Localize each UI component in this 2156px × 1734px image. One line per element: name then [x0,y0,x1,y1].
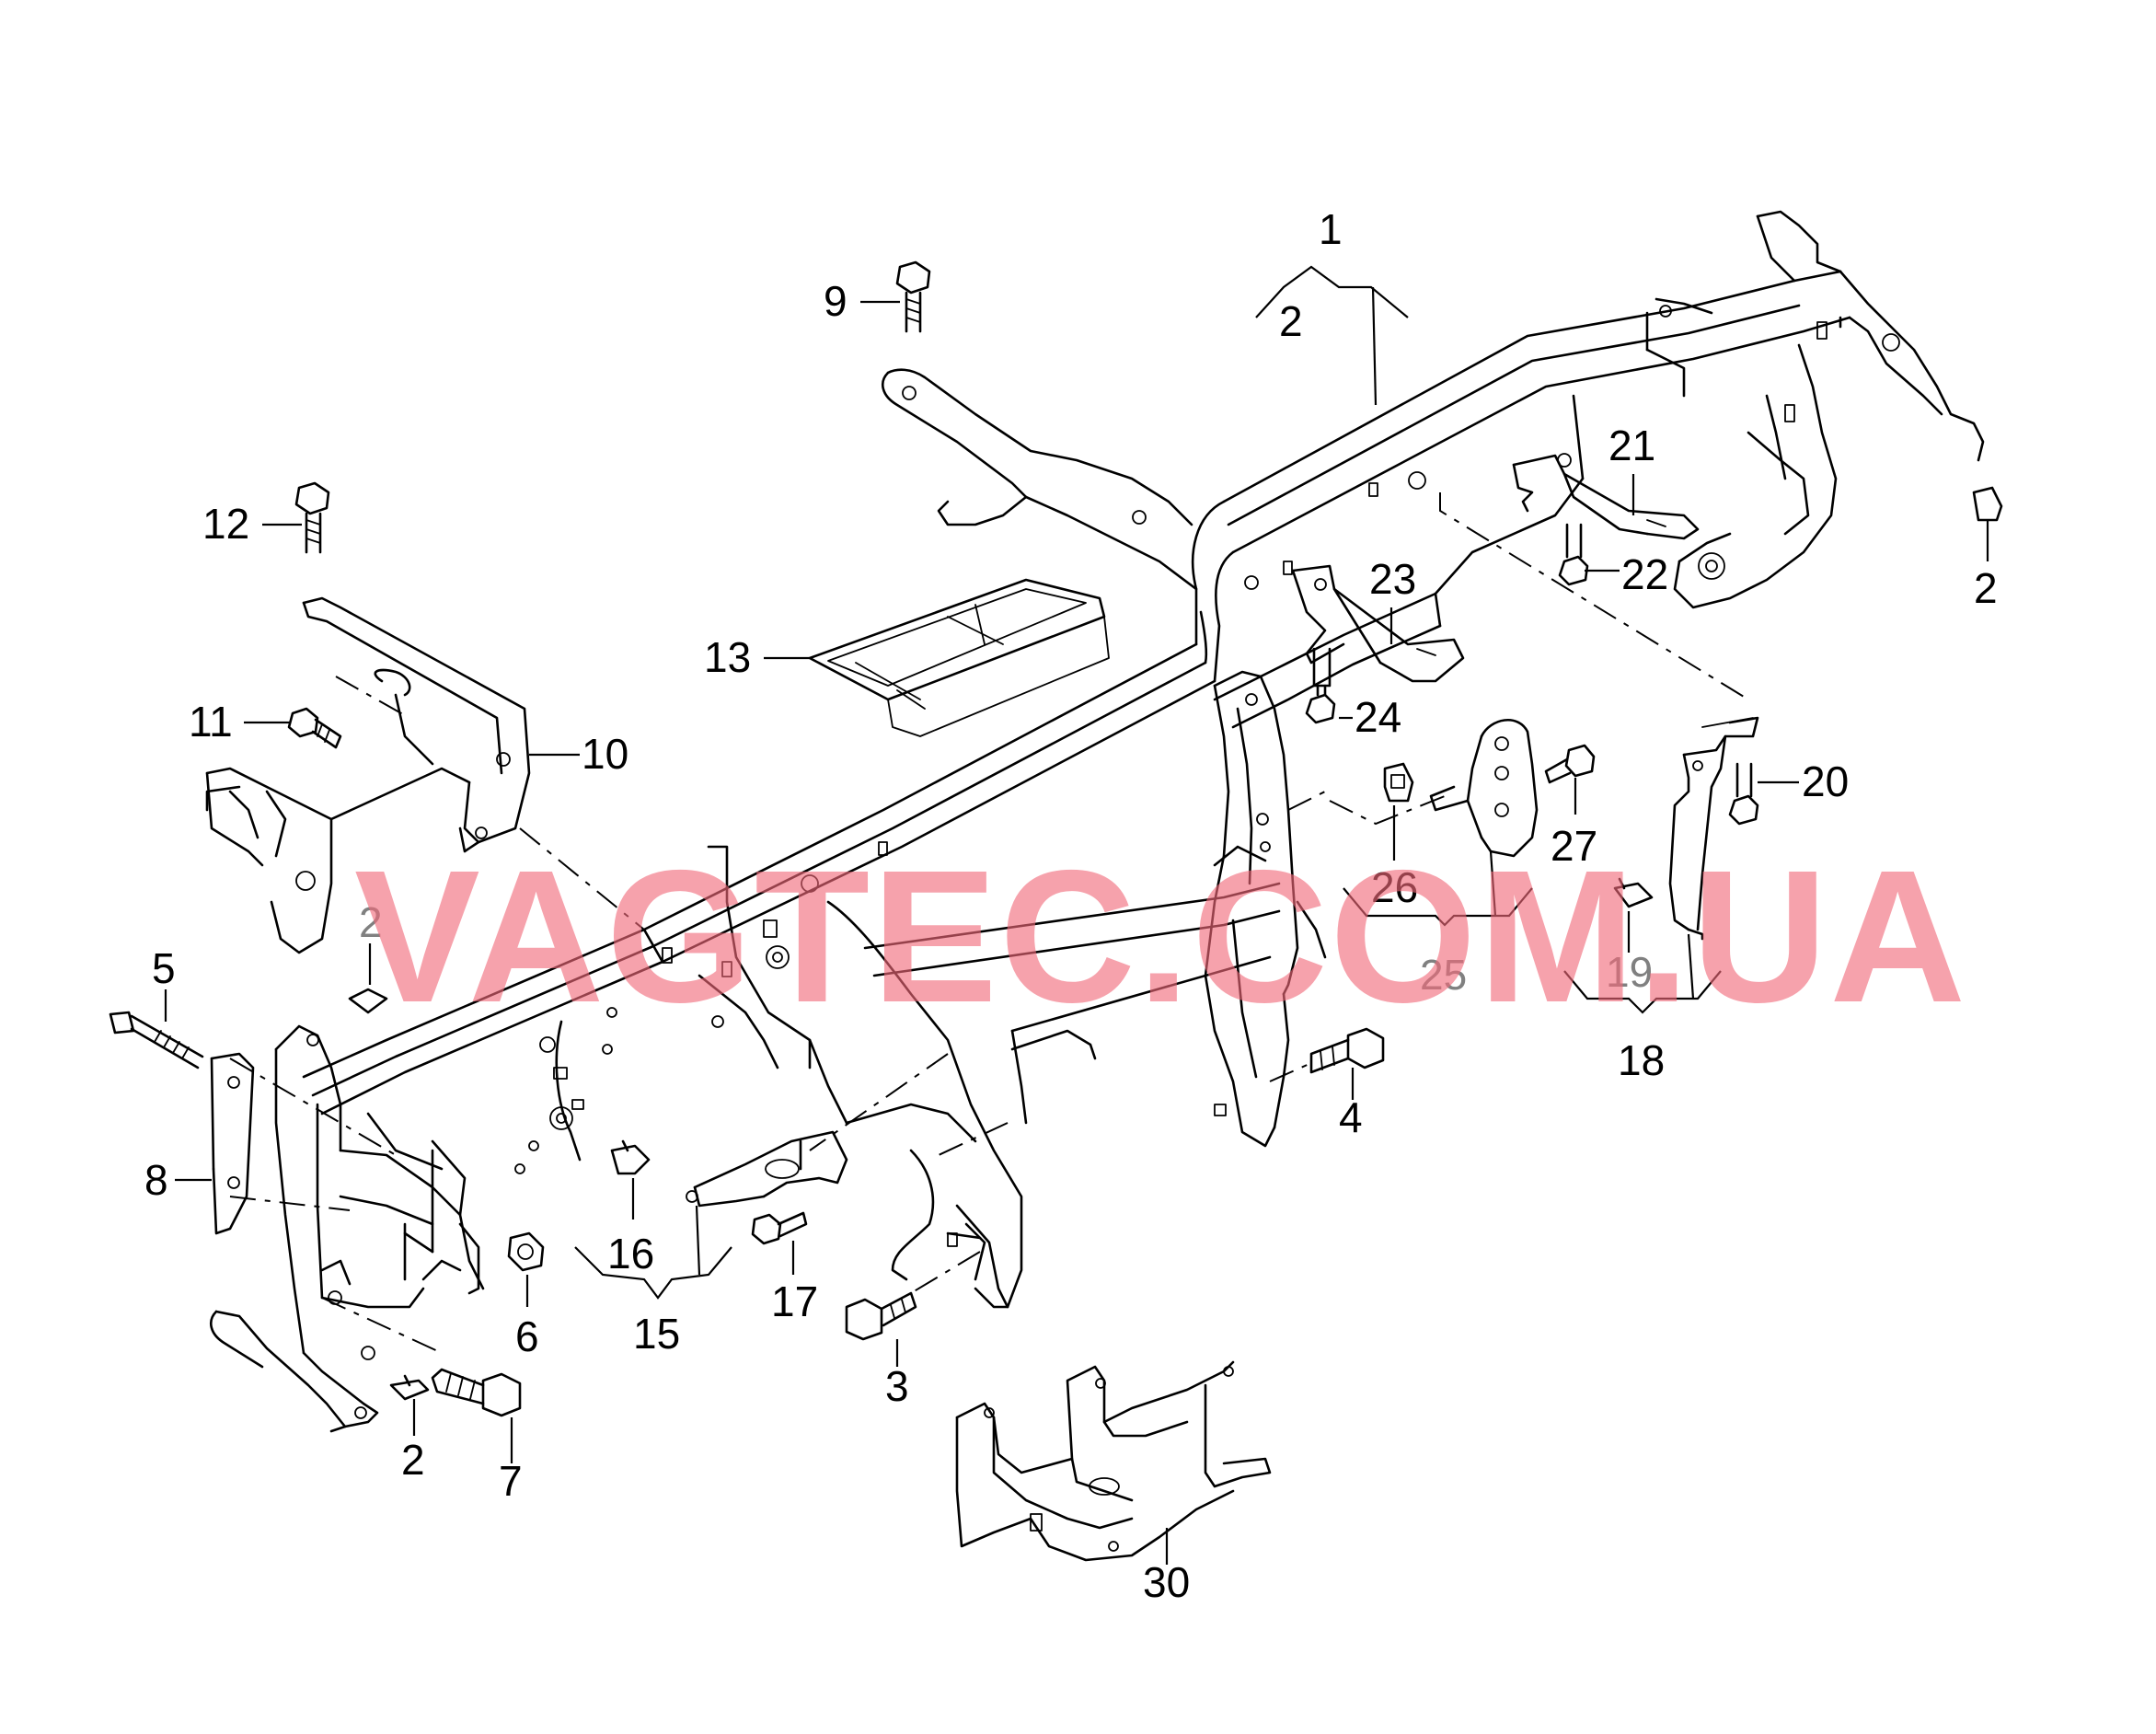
callout-17: 17 [771,1277,818,1325]
steering-column-bracket-10 [205,596,531,954]
bolt-27 [1544,744,1596,784]
clip-nut-19 [1613,877,1654,908]
callout-leaders [164,265,2003,1565]
callout-24: 24 [1355,693,1401,741]
callout-23: 23 [1369,555,1416,603]
callout-2-top: 2 [1279,297,1303,345]
bolt-11 [287,707,342,749]
callout-25: 25 [1420,951,1467,999]
bolt-22 [1558,523,1589,586]
callout-1: 1 [1319,205,1343,253]
callout-26: 26 [1371,863,1418,911]
callout-18: 18 [1618,1036,1665,1084]
bracket-21 [1512,453,1700,540]
bolt-9 [895,260,931,333]
callout-10: 10 [582,730,628,778]
callout-9: 9 [824,277,847,325]
bolt-17 [751,1211,808,1245]
callout-11: 11 [189,698,233,746]
bolt-24 [1305,647,1336,724]
right-vertical-strut [1204,670,1327,1148]
upper-centre-arm [881,368,1198,591]
alignment-leaders [229,492,1749,1354]
callout-2-right: 2 [1974,564,1998,612]
callout-16: 16 [607,1230,654,1277]
callout-4: 4 [1339,1093,1363,1141]
callout-labels: 1 2 9 12 11 10 13 21 22 2 23 24 20 27 26… [144,205,1998,1606]
callout-27: 27 [1551,822,1597,870]
left-end-pillar [109,988,545,1433]
callout-5: 5 [152,944,176,992]
clip-nut-16 [610,1139,651,1175]
bolt-4 [1309,1027,1385,1074]
callout-2-bottom: 2 [401,1436,425,1484]
callout-30: 30 [1143,1558,1190,1606]
callout-21: 21 [1608,422,1655,469]
callout-19: 19 [1606,948,1653,996]
air-duct-13 [808,578,1110,737]
right-end-bracket [1645,210,1985,609]
callout-20: 20 [1802,757,1849,805]
callout-7: 7 [499,1457,523,1505]
bolt-12 [294,481,330,554]
bracket-18 [1668,716,1759,941]
bolt-20 [1728,762,1759,826]
callout-22: 22 [1621,550,1668,598]
callout-15: 15 [633,1310,680,1358]
callout-8: 8 [144,1156,168,1204]
bracket-15 [686,1130,848,1208]
clip-nut-26 [1383,762,1414,803]
console-bracket-30 [955,1360,1272,1562]
callout-2-left: 2 [359,898,383,946]
centre-console-supports [514,845,1028,1309]
bracket-25 [1429,718,1539,858]
callout-13: 13 [704,633,751,681]
bolt-3 [845,1291,917,1341]
callout-6: 6 [515,1312,539,1360]
bracket-23 [1291,564,1465,683]
callout-3: 3 [885,1362,909,1410]
callout-12: 12 [202,500,249,548]
watermark-text: VAGTEC.COM.UA [354,831,1967,1042]
